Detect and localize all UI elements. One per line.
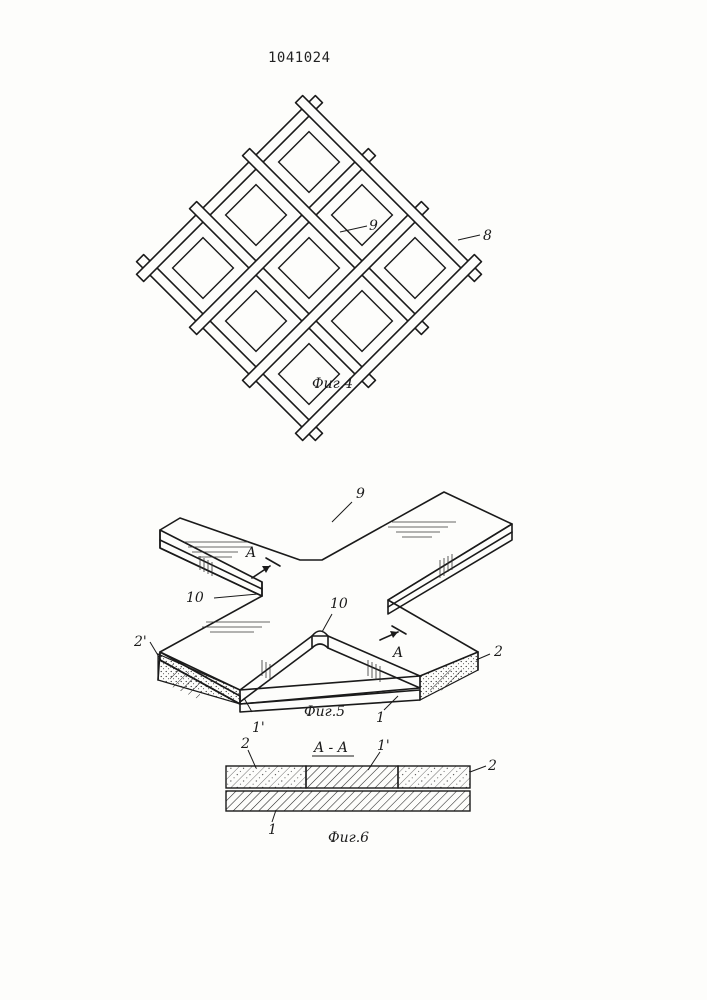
fig5-label-9: 9 (356, 486, 365, 502)
grid-cell-opening (385, 238, 446, 299)
fig5-leader-1prime (244, 698, 252, 712)
grid-cell-opening (173, 238, 234, 299)
patent-number: 1041024 (268, 50, 331, 66)
fig5-label-10-center: 10 (330, 596, 348, 612)
grid-cell-opening (279, 238, 340, 299)
fig4-label-8: 8 (483, 228, 492, 244)
fig4-caption: Фиг.4 (312, 376, 353, 392)
fig6-label-2-left: 2 (240, 736, 250, 752)
fig6-caption: Фиг.6 (328, 830, 369, 846)
fig5-leader-9 (332, 502, 352, 522)
fig5-leader-10-center (322, 614, 332, 632)
fig6-label-1prime: 1' (377, 738, 390, 754)
fig6-leader-1 (272, 810, 276, 822)
grid-cell-opening (332, 291, 393, 352)
fig4-label-9: 9 (369, 218, 378, 234)
fig6-leader-2-right (470, 766, 486, 772)
grid-cell-opening (332, 185, 393, 246)
fig5-label-A-lower: A (391, 645, 403, 661)
grid-cell-opening (279, 344, 340, 405)
fig5-label-A-upper: A (244, 545, 256, 561)
grid-cell-opening (279, 132, 340, 193)
fig4-grid (137, 96, 482, 441)
fig5-label-10-left: 10 (186, 590, 204, 606)
fig5-label-1prime: 1' (252, 720, 265, 736)
fig6-label-2-right: 2 (487, 758, 497, 774)
fig5-caption: Фиг.5 (304, 704, 345, 720)
fig5-label-1: 1 (376, 710, 385, 726)
grid-cell-opening (226, 291, 287, 352)
fig6-section-title: A - A (312, 740, 348, 756)
fig6-section: A - A (226, 740, 470, 811)
grid-cell-opening (226, 185, 287, 246)
fig5-label-2: 2 (493, 644, 503, 660)
fig6-leader-2-left (248, 750, 256, 768)
fig5-leader-10-left (214, 594, 258, 598)
fig4-leader-8 (458, 235, 480, 240)
fig6-label-1: 1 (268, 822, 277, 838)
fig5-label-2prime: 2' (133, 634, 147, 650)
